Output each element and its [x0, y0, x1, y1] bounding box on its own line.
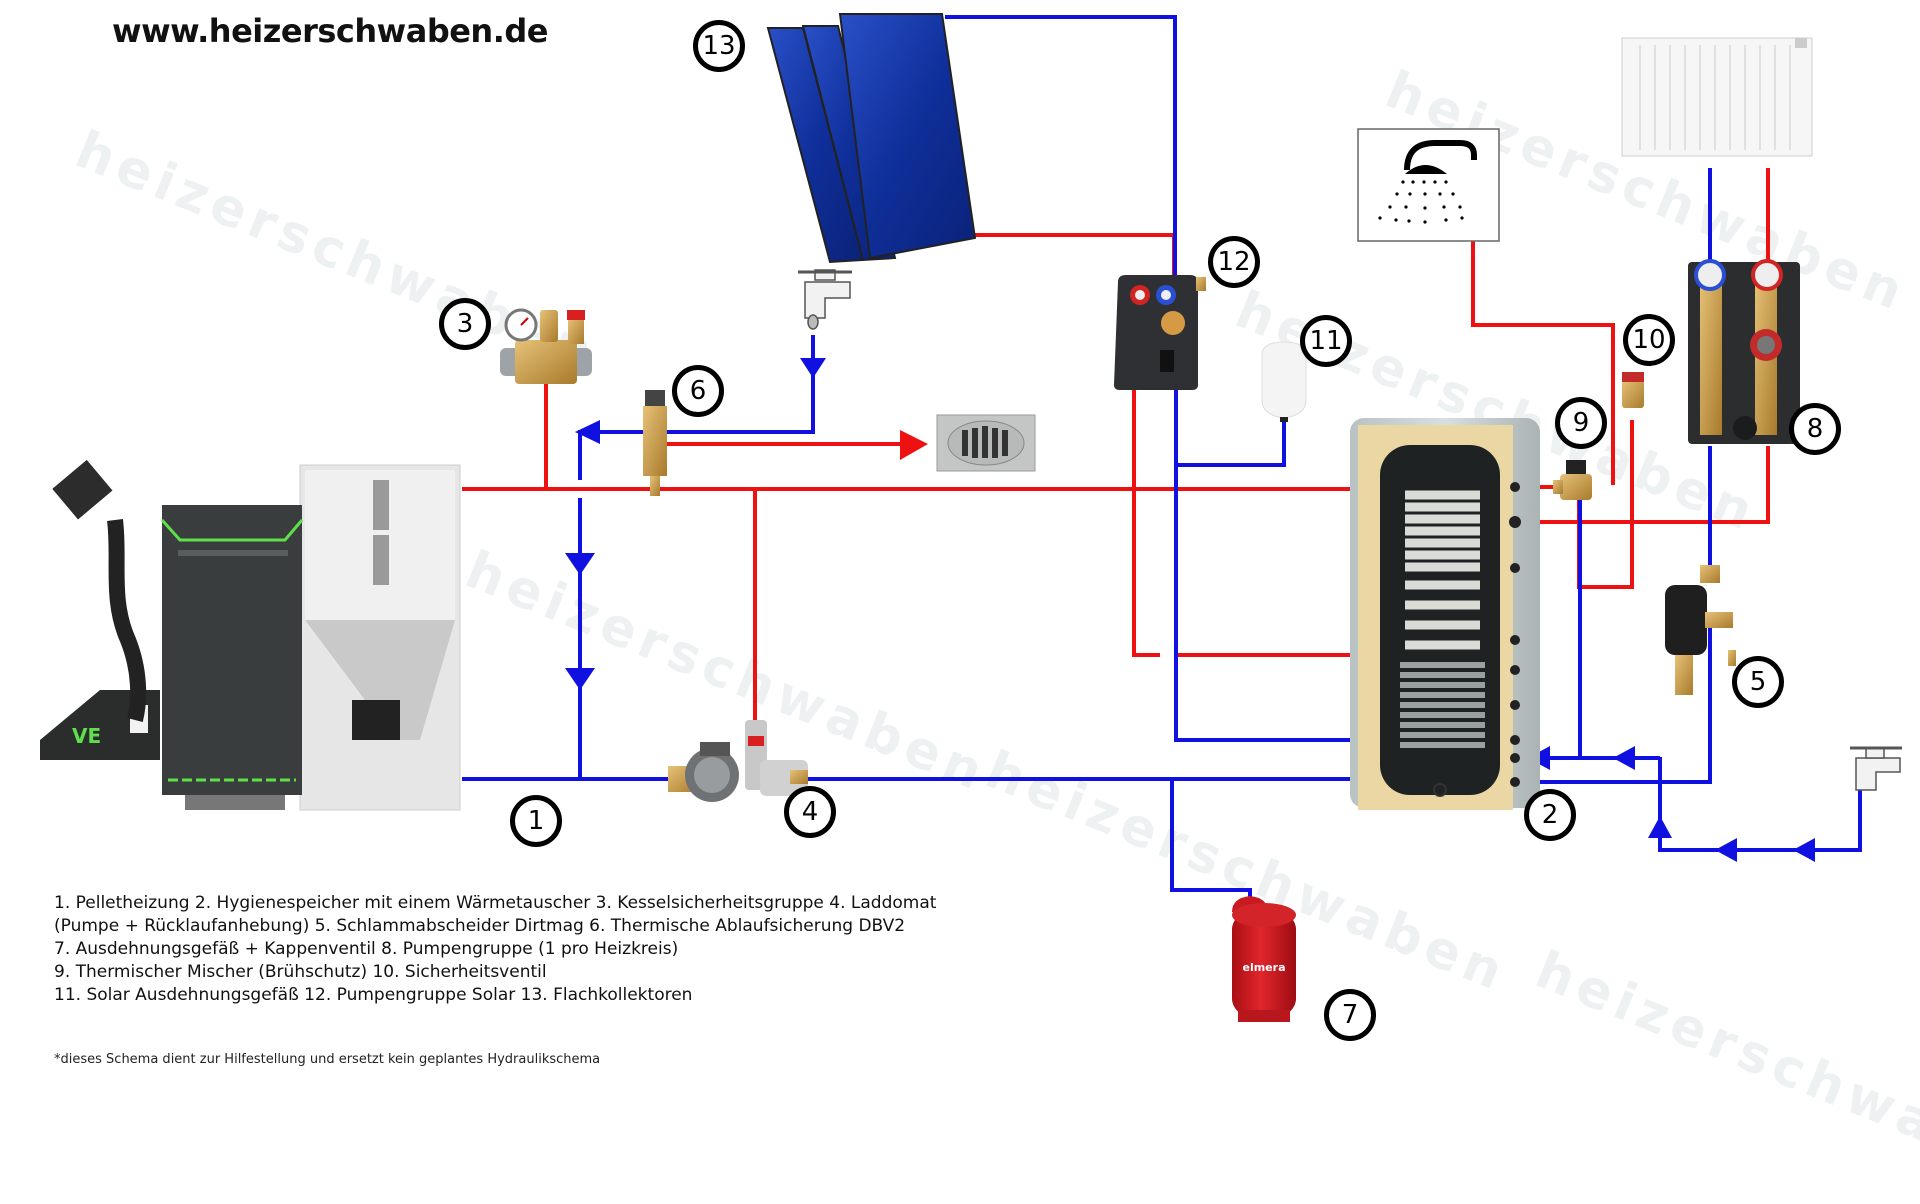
water-tap [1850, 746, 1902, 791]
solar-return-lower-pipe [1174, 388, 1350, 742]
heating-pump-group [1688, 259, 1800, 444]
arrow-up-icon [1648, 816, 1672, 838]
label-badge-7: 7 [1324, 989, 1376, 1041]
solar-collectors [766, 13, 977, 264]
label-badge-5: 5 [1732, 656, 1784, 708]
solar-expansion-vessel [1261, 341, 1307, 422]
expansion-tank: elmera [1232, 896, 1296, 1022]
cold-pipes [462, 15, 1862, 900]
solar-flow-pipe [975, 233, 1176, 275]
solar-expansion-pipe [1176, 420, 1286, 467]
tank-brand-label: elmera [1242, 961, 1285, 974]
arrow-left-icon [1793, 838, 1815, 862]
expansion-tank-pipe [1170, 779, 1252, 900]
label-badge-2: 2 [1524, 789, 1576, 841]
arrow-left-icon [1613, 746, 1635, 770]
label-badge-6: 6 [672, 365, 724, 417]
label-badge-9: 9 [1555, 397, 1607, 449]
cold-water-pipe [578, 335, 815, 779]
laddomat [668, 720, 808, 802]
component-legend: 1. Pelletheizung 2. Hygienespeicher mit … [54, 892, 954, 1007]
floor-drain [936, 414, 1036, 472]
arrow-left-icon [1715, 838, 1737, 862]
legend-line: 7. Ausdehnungsgefäß + Kappenventil 8. Pu… [54, 939, 679, 959]
legend-line: (Pumpe + Rücklaufanhebung) 5. Schlammabs… [54, 916, 906, 936]
shower-hot-pipe [1471, 163, 1615, 485]
arrow-left-icon [575, 420, 600, 444]
heating-return-lower-pipe [1515, 620, 1712, 784]
arrow-down-icon [565, 668, 595, 690]
hydraulic-diagram: heizerschwaben heizerschwaben heizerschw… [40, 12, 1920, 1204]
arrow-right-icon [900, 430, 928, 460]
label-badge-11: 11 [1300, 315, 1352, 367]
radiator [1621, 37, 1813, 157]
heating-flow-pipe [1515, 446, 1770, 524]
schematic-svg: VE [40, 13, 1902, 1022]
svg-text:VE: VE [72, 724, 101, 748]
hygiene-storage-tank [1350, 418, 1540, 810]
dirt-separator [1665, 565, 1736, 695]
disclaimer-note: *dieses Schema dient zur Hilfestellung u… [54, 1052, 601, 1067]
label-badge-1: 1 [510, 795, 562, 847]
arrow-down-icon [800, 358, 826, 378]
safety-valve [1622, 372, 1644, 408]
thermal-discharge-valve [643, 390, 667, 496]
cold-main-pipe [1658, 758, 1862, 852]
site-url: www.heizerschwaben.de [112, 12, 548, 50]
solar-return-to-tank-pipe [1132, 388, 1350, 657]
solar-pump-group [1114, 275, 1206, 390]
boiler-safety-group [500, 308, 592, 384]
arrow-down-icon [565, 553, 595, 575]
label-badge-10: 10 [1623, 314, 1675, 366]
water-tap [798, 269, 852, 330]
label-badge-13: 13 [693, 20, 745, 72]
label-badge-8: 8 [1789, 403, 1841, 455]
label-badge-3: 3 [439, 298, 491, 350]
solar-return-pipe [945, 15, 1177, 275]
legend-line: 1. Pelletheizung 2. Hygienespeicher mit … [54, 893, 937, 913]
pellet-boiler: VE [40, 459, 461, 811]
thermal-mixer [1553, 460, 1592, 500]
legend-line: 9. Thermischer Mischer (Brühschutz) 10. … [54, 962, 547, 982]
shower-icon [1357, 128, 1500, 242]
label-badge-12: 12 [1208, 236, 1260, 288]
legend-line: 11. Solar Ausdehnungsgefäß 12. Pumpengru… [54, 985, 693, 1005]
flow-arrows [565, 358, 1815, 862]
label-badge-4: 4 [784, 786, 836, 838]
